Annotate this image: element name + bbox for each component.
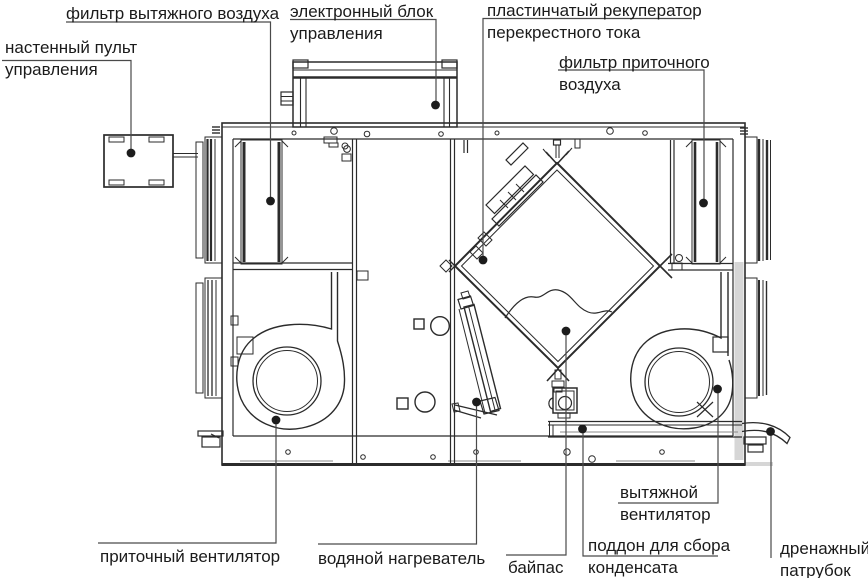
- dot-water-heater: [472, 397, 481, 407]
- leader-water-heater: [318, 402, 478, 545]
- dot-recuperator: [478, 255, 488, 265]
- label-supply-filter: фильтр приточного воздуха: [559, 52, 710, 96]
- label-recuperator-line1: пластинчатый рекуператор: [487, 1, 702, 20]
- leader-condensate-pan: [582, 429, 718, 557]
- label-drain-pipe-line1: дренажный: [780, 539, 868, 558]
- dot-exhaust-fan: [713, 384, 722, 394]
- leader-exhaust-filter: [66, 21, 272, 201]
- label-exhaust-filter-line1: фильтр вытяжного воздуха: [66, 4, 280, 23]
- leader-recuperator: [482, 17, 692, 260]
- dot-bypass: [561, 326, 571, 336]
- leader-exhaust-fan: [618, 389, 719, 504]
- dot-control-unit: [431, 100, 440, 110]
- dot-condensate-pan: [578, 424, 587, 434]
- label-condensate-pan-line1: поддон для сбора: [588, 536, 731, 555]
- label-condensate-pan-line2: конденсата: [588, 558, 678, 577]
- duct-collars-right: [744, 136, 771, 399]
- dot-exhaust-filter: [266, 196, 275, 206]
- drain-pipe-drawing: [741, 422, 791, 445]
- label-wall-controller: настенный пульт управления: [5, 37, 137, 81]
- dot-supply-fan: [271, 415, 281, 425]
- label-supply-filter-line2: воздуха: [559, 75, 621, 94]
- label-water-heater: водяной нагреватель: [318, 548, 485, 570]
- label-wall-controller-line2: управления: [5, 60, 98, 79]
- leader-wall-controller: [2, 59, 132, 153]
- label-exhaust-fan-line2: вентилятор: [620, 505, 711, 524]
- leader-lines: [2, 17, 772, 558]
- label-supply-fan: приточный вентилятор: [100, 546, 280, 568]
- shadow-accents: [734, 262, 773, 466]
- label-supply-fan-line1: приточный вентилятор: [100, 547, 281, 566]
- exhaust-filter-drawing: [234, 139, 289, 265]
- label-exhaust-fan: вытяжной вентилятор: [620, 482, 711, 526]
- dot-supply-filter: [699, 198, 708, 208]
- label-control-unit: электронный блок управления: [290, 1, 433, 45]
- leader-bypass: [506, 331, 567, 556]
- label-recuperator-line2: перекрестного тока: [487, 23, 641, 42]
- label-bypass: байпас: [508, 557, 563, 578]
- label-exhaust-filter: фильтр вытяжного воздуха: [66, 3, 279, 25]
- label-supply-filter-line1: фильтр приточного: [559, 53, 710, 72]
- label-exhaust-fan-line1: вытяжной: [620, 483, 698, 502]
- bypass-drawing: [548, 387, 578, 419]
- dot-drain-pipe: [766, 427, 775, 436]
- label-control-unit-line1: электронный блок: [290, 2, 434, 21]
- dot-wall-controller: [126, 148, 136, 158]
- recuperator-drawing: [439, 138, 683, 393]
- leader-supply-fan: [98, 420, 277, 544]
- label-control-unit-line2: управления: [290, 24, 383, 43]
- label-drain-pipe: дренажный патрубок: [780, 538, 868, 578]
- duct-collars-left: [195, 136, 223, 399]
- label-condensate-pan: поддон для сбора конденсата: [588, 535, 730, 578]
- control-unit-box: [280, 59, 458, 128]
- leader-dots: [126, 100, 775, 436]
- exhaust-fan-drawing: [630, 272, 734, 430]
- wall-controller-drawing: [103, 134, 198, 188]
- label-water-heater-line1: водяной нагреватель: [318, 549, 486, 568]
- leader-supply-filter: [558, 69, 705, 203]
- label-drain-pipe-line2: патрубок: [780, 561, 851, 578]
- leader-control-unit: [290, 18, 437, 105]
- label-recuperator: пластинчатый рекуператор перекрестного т…: [487, 0, 702, 44]
- condensate-pan-drawing: [548, 420, 742, 438]
- supply-fan-drawing: [210, 272, 346, 439]
- label-wall-controller-line1: настенный пульт: [5, 38, 138, 57]
- label-bypass-line1: байпас: [508, 558, 564, 577]
